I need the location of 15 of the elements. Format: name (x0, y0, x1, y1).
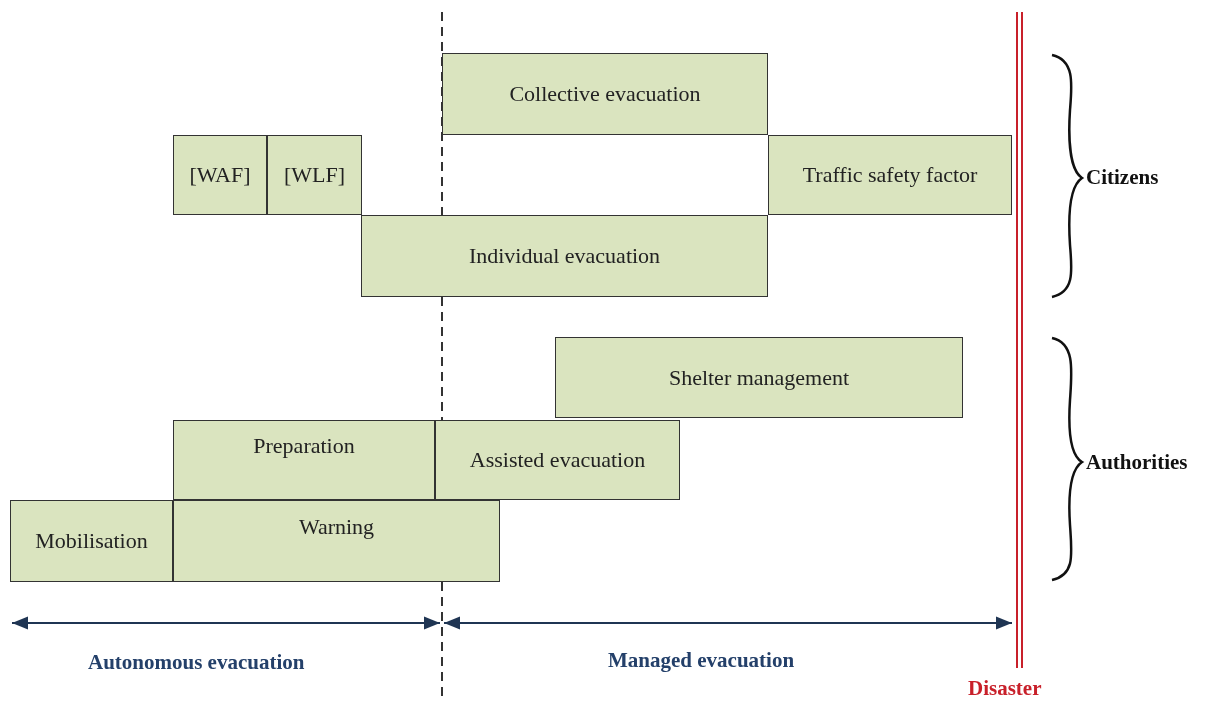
task-bar: [WLF] (267, 135, 362, 215)
task-bar: Preparation (173, 420, 435, 500)
task-bar: Traffic safety factor (768, 135, 1012, 215)
phase-label: Managed evacuation (608, 648, 795, 673)
group-label: Citizens (1086, 165, 1159, 190)
task-bar: Mobilisation (10, 500, 173, 582)
task-bar: [WAF] (173, 135, 267, 215)
task-bar: Shelter management (555, 337, 963, 418)
task-bar: Warning (173, 500, 500, 582)
group-label: Authorities (1086, 450, 1188, 475)
phase-label: Autonomous evacuation (88, 650, 305, 675)
event-label: Disaster (968, 676, 1042, 701)
task-bar: Collective evacuation (442, 53, 768, 135)
task-bar: Assisted evacuation (435, 420, 680, 500)
task-bar: Individual evacuation (361, 215, 768, 297)
